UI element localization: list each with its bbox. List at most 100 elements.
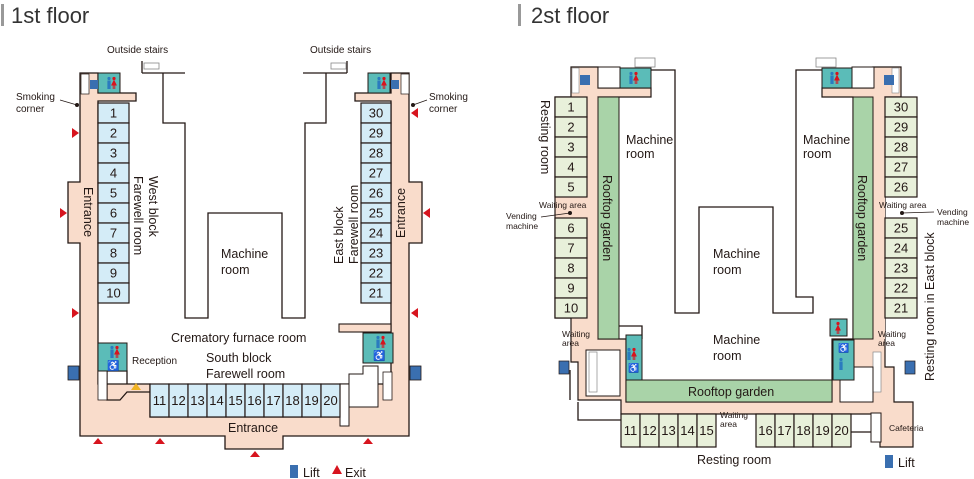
toilet-accessible <box>625 334 643 381</box>
machine-room-label: room <box>221 263 249 277</box>
waiting-area-label: Waiting <box>562 329 590 339</box>
exit-legend-label: Exit <box>345 466 366 479</box>
room-number: 22 <box>894 281 908 296</box>
room-28: 28 <box>884 136 918 158</box>
exits <box>60 108 430 457</box>
room-14: 14 <box>206 383 227 418</box>
exit-icon <box>411 308 418 318</box>
vending-machine-label: machine <box>506 221 538 231</box>
room-18: 18 <box>282 383 303 418</box>
room-16: 16 <box>755 413 776 448</box>
room-1: 1 <box>97 102 130 124</box>
machine-room-walls <box>142 72 347 319</box>
crematory-label: Crematory furnace room <box>171 331 306 345</box>
waiting-area-label: Waiting area <box>539 200 587 210</box>
resting-room-east-label: Resting room in East block <box>923 232 937 381</box>
vending-machine-label: machine <box>937 217 969 227</box>
room-number: 25 <box>894 221 908 236</box>
exit-icon <box>72 308 79 318</box>
room-number: 19 <box>304 393 318 408</box>
toilet-icon <box>627 347 637 360</box>
south-block-label: South block <box>206 351 272 365</box>
outside-stairs-label: Outside stairs <box>310 45 371 56</box>
wall-block <box>870 412 882 443</box>
room-11: 11 <box>149 383 170 418</box>
outside-stairs-wall <box>141 61 348 73</box>
room-number: 3 <box>567 140 574 155</box>
toilet-icon <box>110 345 120 358</box>
room-24: 24 <box>884 237 918 259</box>
stairs <box>571 67 580 94</box>
smoking-corner-label: Smoking <box>16 92 55 103</box>
exit-icon <box>250 451 260 457</box>
room-box <box>884 297 918 319</box>
room-4: 4 <box>554 156 588 178</box>
room-19: 19 <box>301 383 322 418</box>
entrance-east-label: Entrance <box>394 188 408 238</box>
room-number: 15 <box>228 393 242 408</box>
lift-legend-icon <box>290 465 298 478</box>
room-21: 21 <box>360 282 392 304</box>
room-number: 4 <box>110 166 117 181</box>
room-3: 3 <box>554 136 588 158</box>
east-block-label: Farewell room <box>347 185 361 264</box>
room-1: 1 <box>554 96 588 118</box>
machine-room-label: Machine <box>803 133 850 147</box>
room-number: 6 <box>110 206 117 221</box>
room-number: 7 <box>110 226 117 241</box>
exit-icon <box>93 438 103 444</box>
room-number: 11 <box>624 423 638 438</box>
room-number: 27 <box>369 166 383 181</box>
reception-marker-icon <box>131 383 141 390</box>
room-2: 2 <box>554 116 588 138</box>
room-3: 3 <box>97 142 130 164</box>
floor2: 2st floor ♿ ♿ <box>506 3 969 470</box>
room-number: 26 <box>894 180 908 195</box>
room-20: 20 <box>831 413 852 448</box>
resting-room-south-label: Resting room <box>697 453 771 467</box>
exit-icon <box>411 108 418 118</box>
room-14: 14 <box>677 413 698 448</box>
room-number: 29 <box>894 120 908 135</box>
floor1-title: 1st floor <box>11 3 89 28</box>
outside-stairs-icon <box>143 62 160 70</box>
room-number: 2 <box>567 120 574 135</box>
rooftop-garden-west <box>597 96 620 340</box>
room-10: 10 <box>97 282 130 304</box>
room-box <box>97 282 130 304</box>
room-30: 30 <box>360 102 392 124</box>
waiting-area-label: area <box>878 338 895 348</box>
machine-room-label: Machine <box>221 247 268 261</box>
stairs <box>382 371 393 401</box>
rooftop-garden-west-label: Rooftop garden <box>600 175 614 261</box>
room-number: 23 <box>894 261 908 276</box>
room-number: 19 <box>815 423 829 438</box>
room-number: 30 <box>369 106 383 121</box>
corridor-ledge <box>338 323 392 333</box>
room-4: 4 <box>97 162 130 184</box>
room-number: 18 <box>285 393 299 408</box>
outside-stairs-icon <box>330 62 347 70</box>
wall-block <box>339 383 350 427</box>
room-13: 13 <box>658 413 679 448</box>
room-27: 27 <box>884 156 918 178</box>
machine-room-label: Machine <box>713 247 760 261</box>
room-number: 8 <box>110 246 117 261</box>
room-number: 8 <box>567 261 574 276</box>
room-number: 18 <box>796 423 810 438</box>
room-8: 8 <box>97 242 130 264</box>
room-17: 17 <box>774 413 795 448</box>
room-number: 7 <box>567 241 574 256</box>
room <box>851 66 875 89</box>
exit-icon <box>423 208 430 218</box>
west-block-label: Farewell room <box>131 176 145 255</box>
room-number: 16 <box>247 393 261 408</box>
wheelchair-icon: ♿ <box>373 349 385 362</box>
room-number: 21 <box>894 301 908 316</box>
room-number: 10 <box>564 301 578 316</box>
room-26: 26 <box>360 182 392 204</box>
room-number: 20 <box>323 393 337 408</box>
room-box <box>554 297 588 319</box>
